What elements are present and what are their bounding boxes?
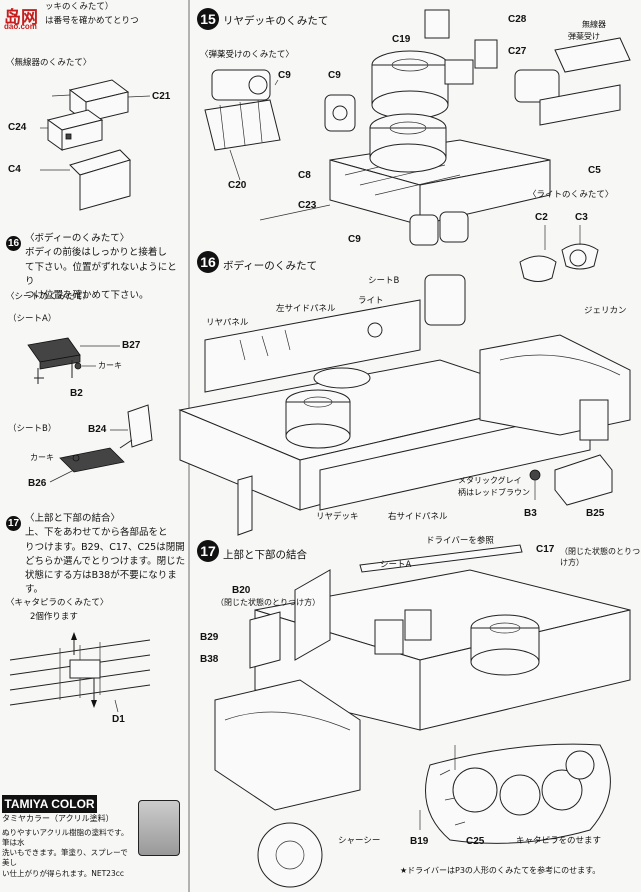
ammo-rack-subtitle: 〈弾薬受けのくみたて〉 [200, 50, 294, 60]
track-note: 2個作ります [30, 612, 78, 622]
part-label-c17: C17 [536, 544, 555, 555]
step-number-16: 16 [6, 236, 21, 251]
jerrycan-label: ジェリカン [584, 306, 627, 316]
track-place-label: キャタピラをのせます [516, 836, 602, 846]
rear-panel-label: リヤパネル [206, 318, 249, 328]
final-assembly-drawing [214, 544, 631, 888]
part-label-b2: B2 [70, 388, 83, 399]
step17-title: 〈上部と下部の結合〉 [25, 513, 121, 524]
driver-footnote: ★ドライバーはP3の人形のくみたてを参考にのせます。 [400, 866, 601, 875]
step16-line-1: ボディの前後はしっかりと接着し [25, 247, 167, 259]
part-label-c2: C2 [535, 212, 548, 223]
tamiya-subtitle: タミヤカラー（アクリル塗料） [2, 814, 114, 823]
radio-section-title: 〈無線器のくみたて〉 [6, 58, 92, 68]
top-cut-note: は番号を確かめてとりつ [45, 16, 139, 26]
part-label-c9-b: C9 [328, 70, 341, 81]
tamiya-color-brand: TAMIYA COLOR [2, 795, 97, 813]
step-number-15: 15 [197, 8, 219, 30]
step16-instructions: 〈ボディーのくみたて〉 ボディの前後はしっかりと接着し て下さい。位置がずれない… [25, 232, 185, 303]
part-label-b29: B29 [200, 632, 219, 643]
part-label-b25: B25 [586, 508, 605, 519]
part-label-b38: B38 [200, 654, 219, 665]
part-label-b27: B27 [122, 340, 141, 351]
tamiya-description: ぬりやすいアクリル樹脂の塗料です。筆は水 洗いもできます。筆塗り、スプレーで美し… [2, 828, 134, 879]
part-label-c4: C4 [8, 164, 21, 175]
c17-closed-note: （閉じた状態のとりつけ方） [560, 547, 641, 567]
tamiya-line-1: ぬりやすいアクリル樹脂の塗料です。筆は水 [2, 828, 129, 848]
step16-line-2: て下さい。位置がずれないようにとり [25, 261, 177, 287]
b20-closed-note: （閉じた状態のとりつけ方） [216, 598, 321, 607]
seat-b-khaki-label: カーキ [30, 453, 54, 462]
ammo-holder-label: 弾薬受け [568, 32, 600, 41]
seat-section-title: 〈シートのくみたて〉 [6, 292, 92, 302]
tamiya-line-3: い仕上がりが得られます。NET23cc [2, 868, 124, 878]
part-label-b24: B24 [88, 424, 107, 435]
watermark-url: dao.com [4, 22, 37, 31]
seat-a-label: シートA [380, 560, 412, 570]
body-drawing [178, 274, 631, 536]
step17-line-3: どちらか選んでとりつけます。閉じた [25, 555, 186, 567]
light-subtitle: 〈ライトのくみたて〉 [528, 190, 614, 200]
seat-b-drawing [49, 404, 153, 483]
part-label-b26: B26 [28, 478, 47, 489]
track-drawing [9, 632, 151, 713]
left-side-panel-label: 左サイドパネル [276, 304, 336, 314]
part-label-c9-a: C9 [278, 70, 291, 81]
tamiya-line-2: 洗いもできます。筆塗り、スプレーで美し [2, 848, 128, 868]
radio-label: 無線器 [582, 20, 606, 29]
track-section-title: 〈キャタピラのくみたて〉 [6, 598, 109, 608]
metallic-grey-label: メタリックグレイ [458, 476, 522, 485]
red-brown-label: 柄はレッドブラウン [458, 488, 530, 497]
part-label-b3: B3 [524, 508, 537, 519]
step17-instructions: 〈上部と下部の結合〉 上、下をあわせてから各部品をと りつけます。B29、C17… [25, 512, 187, 598]
part-label-d1: D1 [112, 714, 125, 725]
right-side-panel-label: 右サイドパネル [388, 512, 448, 522]
rear-deck-drawing [204, 9, 631, 246]
step-number-17-main: 17 [197, 540, 219, 562]
step16-title: 〈ボディーのくみたて〉 [25, 233, 130, 244]
top-cut-heading: ッキのくみたて） [45, 2, 114, 12]
watermark-logo: 岛网 [4, 8, 38, 27]
part-label-c25: C25 [466, 836, 485, 847]
step17-line-1: 上、下をあわせてから各部品をと [25, 527, 168, 539]
step17-main-title: 上部と下部の結合 [223, 549, 307, 561]
seat-b-title: （シートB） [8, 424, 57, 434]
chassis-label: シャーシー [338, 836, 381, 846]
step15-title: リヤデッキのくみたて [223, 15, 329, 27]
part-label-c19: C19 [392, 34, 411, 45]
seat-b-label: シートB [368, 276, 400, 286]
part-label-c24: C24 [8, 122, 27, 133]
part-label-c23: C23 [298, 200, 317, 211]
seat-a-khaki-label: カーキ [98, 361, 122, 370]
light-label: ライト [358, 296, 384, 306]
part-label-c8: C8 [298, 170, 311, 181]
step-number-16-main: 16 [197, 251, 219, 273]
part-label-c28: C28 [508, 14, 527, 25]
step16-line-3: つけ位置を確かめて下さい。 [25, 290, 149, 301]
step17-line-2: りつけます。B29、C17、C25は閉開 [25, 541, 185, 553]
paint-jar-image [138, 800, 180, 856]
part-label-c5: C5 [588, 165, 601, 176]
part-label-c21: C21 [152, 91, 171, 102]
driver-ref-label: ドライバーを参照 [426, 536, 494, 546]
radio-assembly-drawing [40, 79, 151, 211]
part-label-c27: C27 [508, 46, 527, 57]
part-label-c3: C3 [575, 212, 588, 223]
rear-deck-label: リヤデッキ [316, 512, 359, 522]
step17-line-4: 状態にする方はB38が不要になります。 [25, 570, 177, 596]
part-label-b20: B20 [232, 585, 251, 596]
seat-a-drawing [27, 337, 120, 384]
step-number-17: 17 [6, 516, 21, 531]
part-label-c9-c: C9 [348, 234, 361, 245]
part-label-c20: C20 [228, 180, 247, 191]
step16-main-title: ボディーのくみたて [223, 260, 318, 272]
part-label-b19: B19 [410, 836, 429, 847]
seat-a-title: （シートA） [8, 314, 57, 324]
light-drawing [519, 225, 599, 282]
